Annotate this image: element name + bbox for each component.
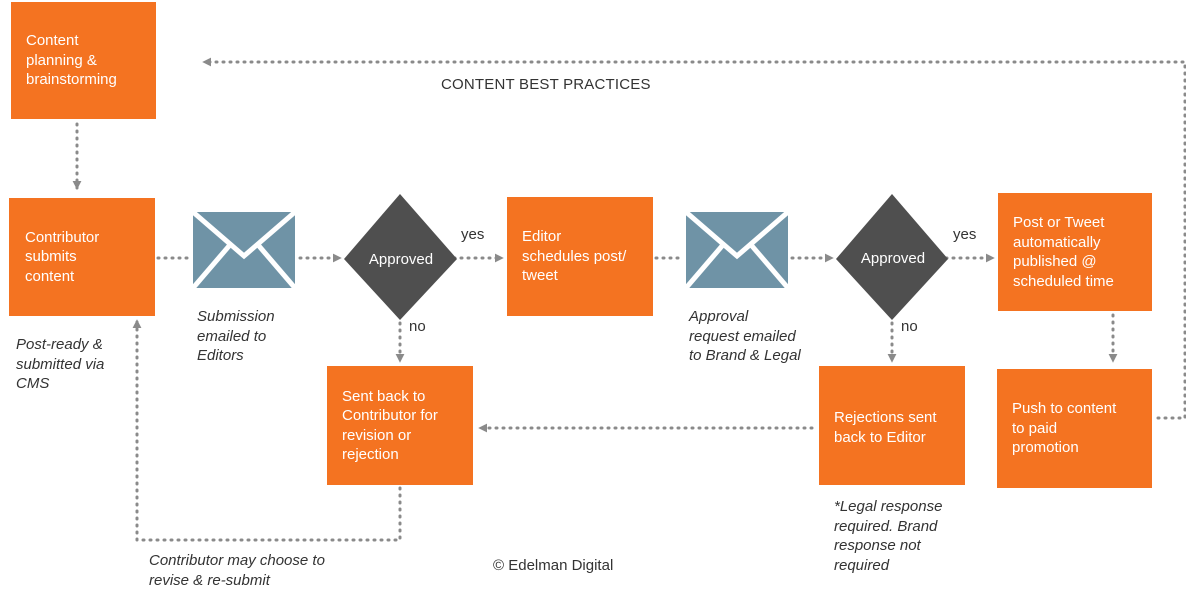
rejections-box: Rejections sent back to Editor [819,366,965,485]
submission-emailed-note: Submission emailed to Editors [197,308,275,364]
approved-2-diamond [836,194,948,320]
planning-label: Content planning & brainstorming [26,32,117,88]
paid-promotion-box: Push to content to paid promotion [997,369,1152,488]
envelope-icon [684,210,790,290]
diagram-title: CONTENT BEST PRACTICES [441,76,651,93]
legal-response-note: *Legal response required. Brand response… [834,498,943,574]
planning-box: Content planning & brainstorming [11,2,156,119]
connector-resubmit-loop [132,319,402,542]
yes-label-2: yes [953,226,977,243]
published-box: Post or Tweet automatically published @ … [998,193,1152,311]
connector-best-practices-loop [202,57,1186,420]
approved-1-diamond [344,194,457,320]
editor-schedules-label: Editor schedules post/ tweet [522,228,627,285]
approved-2-label: Approved [860,250,926,267]
copyright: © Edelman Digital [493,557,614,574]
editor-schedules-box: Editor schedules post/ tweet [507,197,653,316]
contributor-submits-box: Contributor submits content [9,198,155,316]
rejections-label: Rejections sent back to Editor [834,409,937,446]
sent-back-box: Sent back to Contributor for revision or… [327,366,473,485]
contributor-submits-label: Contributor submits content [25,228,100,285]
paid-promotion-label: Push to content to paid promotion [1012,400,1117,457]
no-label-1: no [409,318,426,335]
sent-back-label: Sent back to Contributor for revision or… [342,387,438,464]
no-label-2: no [901,318,918,335]
may-choose-note: Contributor may choose to revise & re-su… [149,552,325,589]
post-ready-note: Post-ready & submitted via CMS [16,336,105,392]
yes-label-1: yes [461,226,485,243]
approval-request-note: Approval request emailed to Brand & Lega… [689,308,801,364]
approved-1-label: Approved [368,251,434,268]
envelope-icon [191,210,297,290]
published-label: Post or Tweet automatically published @ … [1013,214,1114,290]
